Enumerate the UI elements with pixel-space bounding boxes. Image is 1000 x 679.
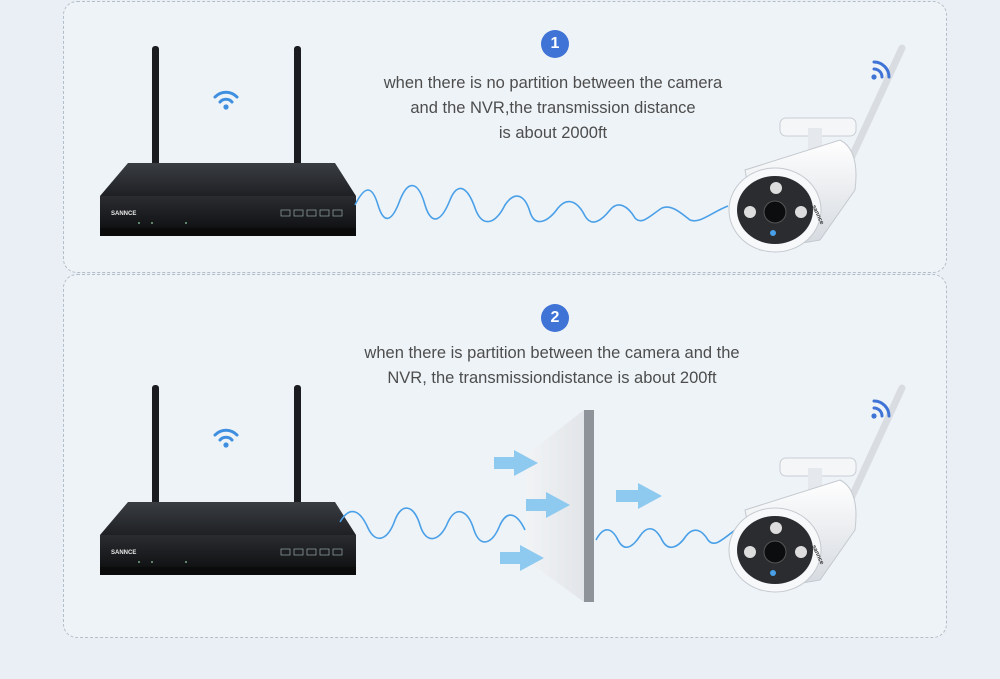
caption-line: when there is no partition between the c…: [383, 74, 723, 92]
wifi-icon: [213, 90, 239, 112]
signal-arrow: [500, 545, 544, 571]
nvr-brand-label: SANNCE: [111, 550, 136, 556]
nvr-recorder: SANNCE: [100, 385, 356, 575]
signal-wave: [354, 184, 729, 223]
security-camera: sannce: [728, 384, 906, 593]
signal-wave: [595, 528, 736, 548]
signal-wave: [339, 507, 526, 543]
caption-line: is about 2000ft: [498, 124, 608, 142]
step-badge: 1: [541, 30, 569, 58]
scenario-1-caption: when there is no partition between the c…: [343, 71, 763, 146]
signal-arrow: [494, 450, 538, 476]
nvr-brand-label: SANNCE: [111, 211, 136, 217]
signal-arrow: [526, 492, 570, 518]
wifi-icon: [213, 428, 239, 450]
caption-line: when there is partition between the came…: [364, 344, 740, 362]
security-camera: sannce: [728, 44, 906, 253]
nvr-recorder: SANNCE: [100, 46, 356, 236]
caption-line: NVR, the transmissiondistance is about 2…: [387, 369, 717, 387]
caption-line: and the NVR,the transmission distance: [410, 99, 696, 117]
step-badge: 2: [541, 304, 569, 332]
signal-arrow: [616, 483, 662, 509]
scenario-2-caption: when there is partition between the came…: [322, 341, 782, 391]
